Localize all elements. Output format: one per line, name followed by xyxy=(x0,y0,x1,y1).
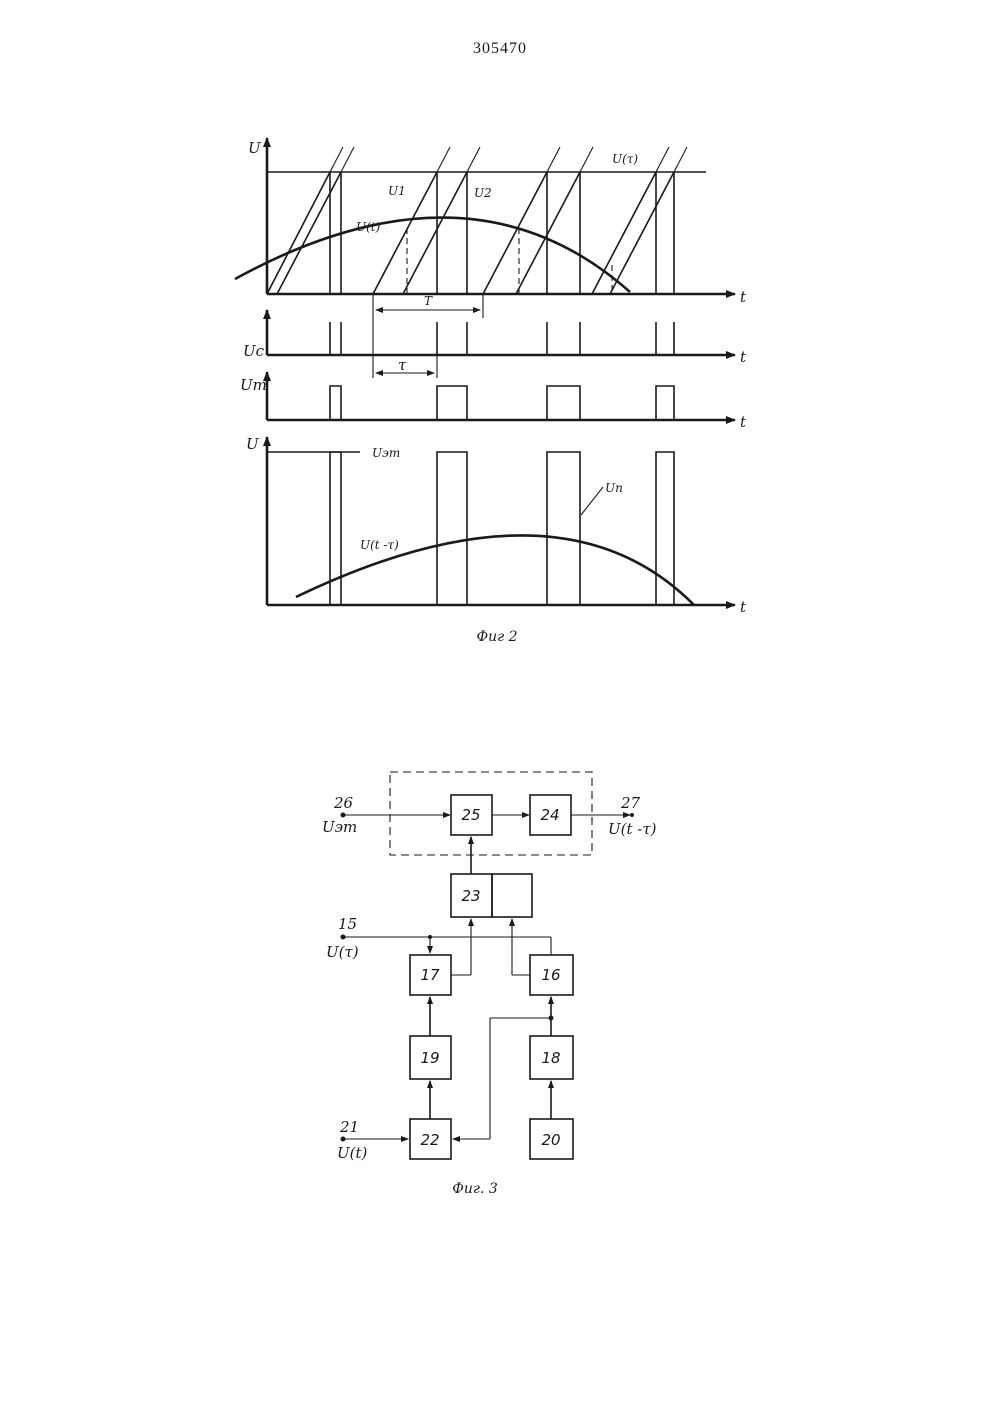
figure-2: U t U(τ) U(t) xyxy=(235,138,747,645)
signal-curve-u-t xyxy=(235,218,630,292)
panel-3-x-label: t xyxy=(740,413,747,431)
reference-label: Uэт xyxy=(372,446,400,460)
terminal-27-number: 27 xyxy=(620,794,641,812)
ut-pulses xyxy=(330,386,674,420)
block-23-label: 23 xyxy=(461,887,480,905)
block-18-label: 18 xyxy=(541,1049,560,1067)
delayed-signal-curve xyxy=(296,535,694,605)
output-pulses xyxy=(330,452,674,605)
terminal-21-number: 21 xyxy=(339,1118,359,1136)
terminal-26-number: 26 xyxy=(333,794,354,812)
panel-2-y-label: Uc xyxy=(243,342,265,360)
signal-label: U(t) xyxy=(356,220,381,234)
panel-1-ramps: U t U(τ) U(t) xyxy=(235,138,747,378)
delay-dimension: τ xyxy=(376,355,437,378)
block-24-label: 24 xyxy=(540,806,559,824)
terminal-26-label: Uэт xyxy=(322,818,357,836)
terminal-15-number: 15 xyxy=(338,915,357,933)
block-25-label: 25 xyxy=(461,806,480,824)
block-16-label: 16 xyxy=(541,966,560,984)
signal-connections xyxy=(341,813,635,1142)
ramp-2-label: U2 xyxy=(474,186,492,200)
block-17-label: 17 xyxy=(420,966,440,984)
panel-4-y-label: U xyxy=(246,435,260,453)
figure-2-caption: Фиг 2 xyxy=(476,629,517,645)
panel-1-y-label: U xyxy=(248,139,262,157)
panel-4-output: U t Uэт U(t -τ) Uп xyxy=(246,435,747,616)
panel-3-y-label: Uт xyxy=(240,376,267,394)
dashed-enclosure xyxy=(390,772,592,855)
panel-2-uc: Uc t τ xyxy=(243,310,747,378)
block-20-label: 20 xyxy=(541,1131,560,1149)
period-label: T xyxy=(424,294,433,308)
terminal-21-label: U(t) xyxy=(337,1144,368,1162)
panel-2-x-label: t xyxy=(740,348,747,366)
delayed-label: U(t -τ) xyxy=(360,538,399,552)
page-number: 305470 xyxy=(473,40,527,57)
pulse-label: Uп xyxy=(605,481,623,495)
terminal-15-label: U(τ) xyxy=(326,943,359,961)
panel-4-x-label: t xyxy=(740,598,747,616)
figure-3: 25 24 23 17 16 19 18 22 20 xyxy=(322,772,657,1197)
block-23-hatched-section xyxy=(492,874,532,917)
delay-label: τ xyxy=(398,356,407,374)
uc-pulses xyxy=(330,322,674,355)
pulse-label-leader xyxy=(581,487,603,515)
block-22-label: 22 xyxy=(420,1131,439,1149)
panel-1-x-label: t xyxy=(740,288,747,306)
block-19-label: 19 xyxy=(420,1049,439,1067)
panel-3-ut: Uт t xyxy=(240,372,747,431)
figure-3-caption: Фиг. 3 xyxy=(452,1181,498,1197)
ramp-1-label: U1 xyxy=(388,184,406,198)
threshold-label: U(τ) xyxy=(612,152,638,166)
terminal-27-label: U(t -τ) xyxy=(608,820,657,838)
